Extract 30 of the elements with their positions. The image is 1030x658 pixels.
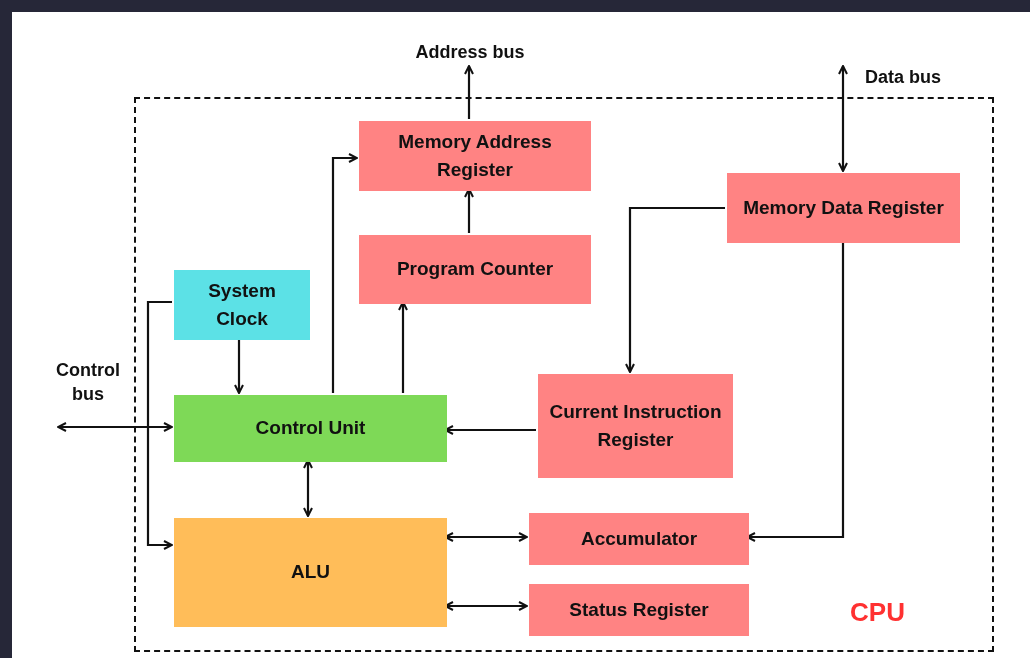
bus-label: Control bus bbox=[55, 359, 121, 407]
arrow bbox=[625, 206, 725, 373]
register-box bbox=[538, 374, 733, 478]
node-label: Accumulator bbox=[580, 526, 698, 551]
register-box bbox=[529, 584, 749, 636]
cpu-label: CPU bbox=[850, 596, 905, 628]
register-box bbox=[174, 395, 447, 462]
register-box bbox=[174, 270, 310, 340]
bus-label: Address bus bbox=[415, 40, 525, 64]
arrow bbox=[57, 422, 173, 432]
register-box bbox=[727, 173, 960, 243]
register-box bbox=[359, 235, 591, 304]
arrow bbox=[234, 338, 244, 394]
register-box bbox=[174, 518, 447, 627]
register-box bbox=[359, 121, 591, 191]
node-label: Status Register bbox=[569, 597, 709, 622]
node-label: Control Unit bbox=[255, 416, 366, 441]
node-label: Current Instruction Register bbox=[548, 399, 723, 452]
node-label: ALU bbox=[290, 560, 331, 585]
node-label: Program Counter bbox=[396, 257, 554, 282]
bus-label: Data bus bbox=[865, 65, 941, 89]
arrow bbox=[146, 300, 173, 550]
register-box bbox=[529, 513, 749, 565]
node-label: System Clock bbox=[207, 278, 277, 331]
arrow bbox=[331, 153, 358, 393]
arrow bbox=[464, 65, 474, 119]
cpu-boundary bbox=[134, 97, 994, 652]
node-label: Memory Data Register bbox=[743, 195, 944, 220]
arrow bbox=[838, 65, 848, 172]
node-label: Memory Address Register bbox=[397, 129, 553, 182]
